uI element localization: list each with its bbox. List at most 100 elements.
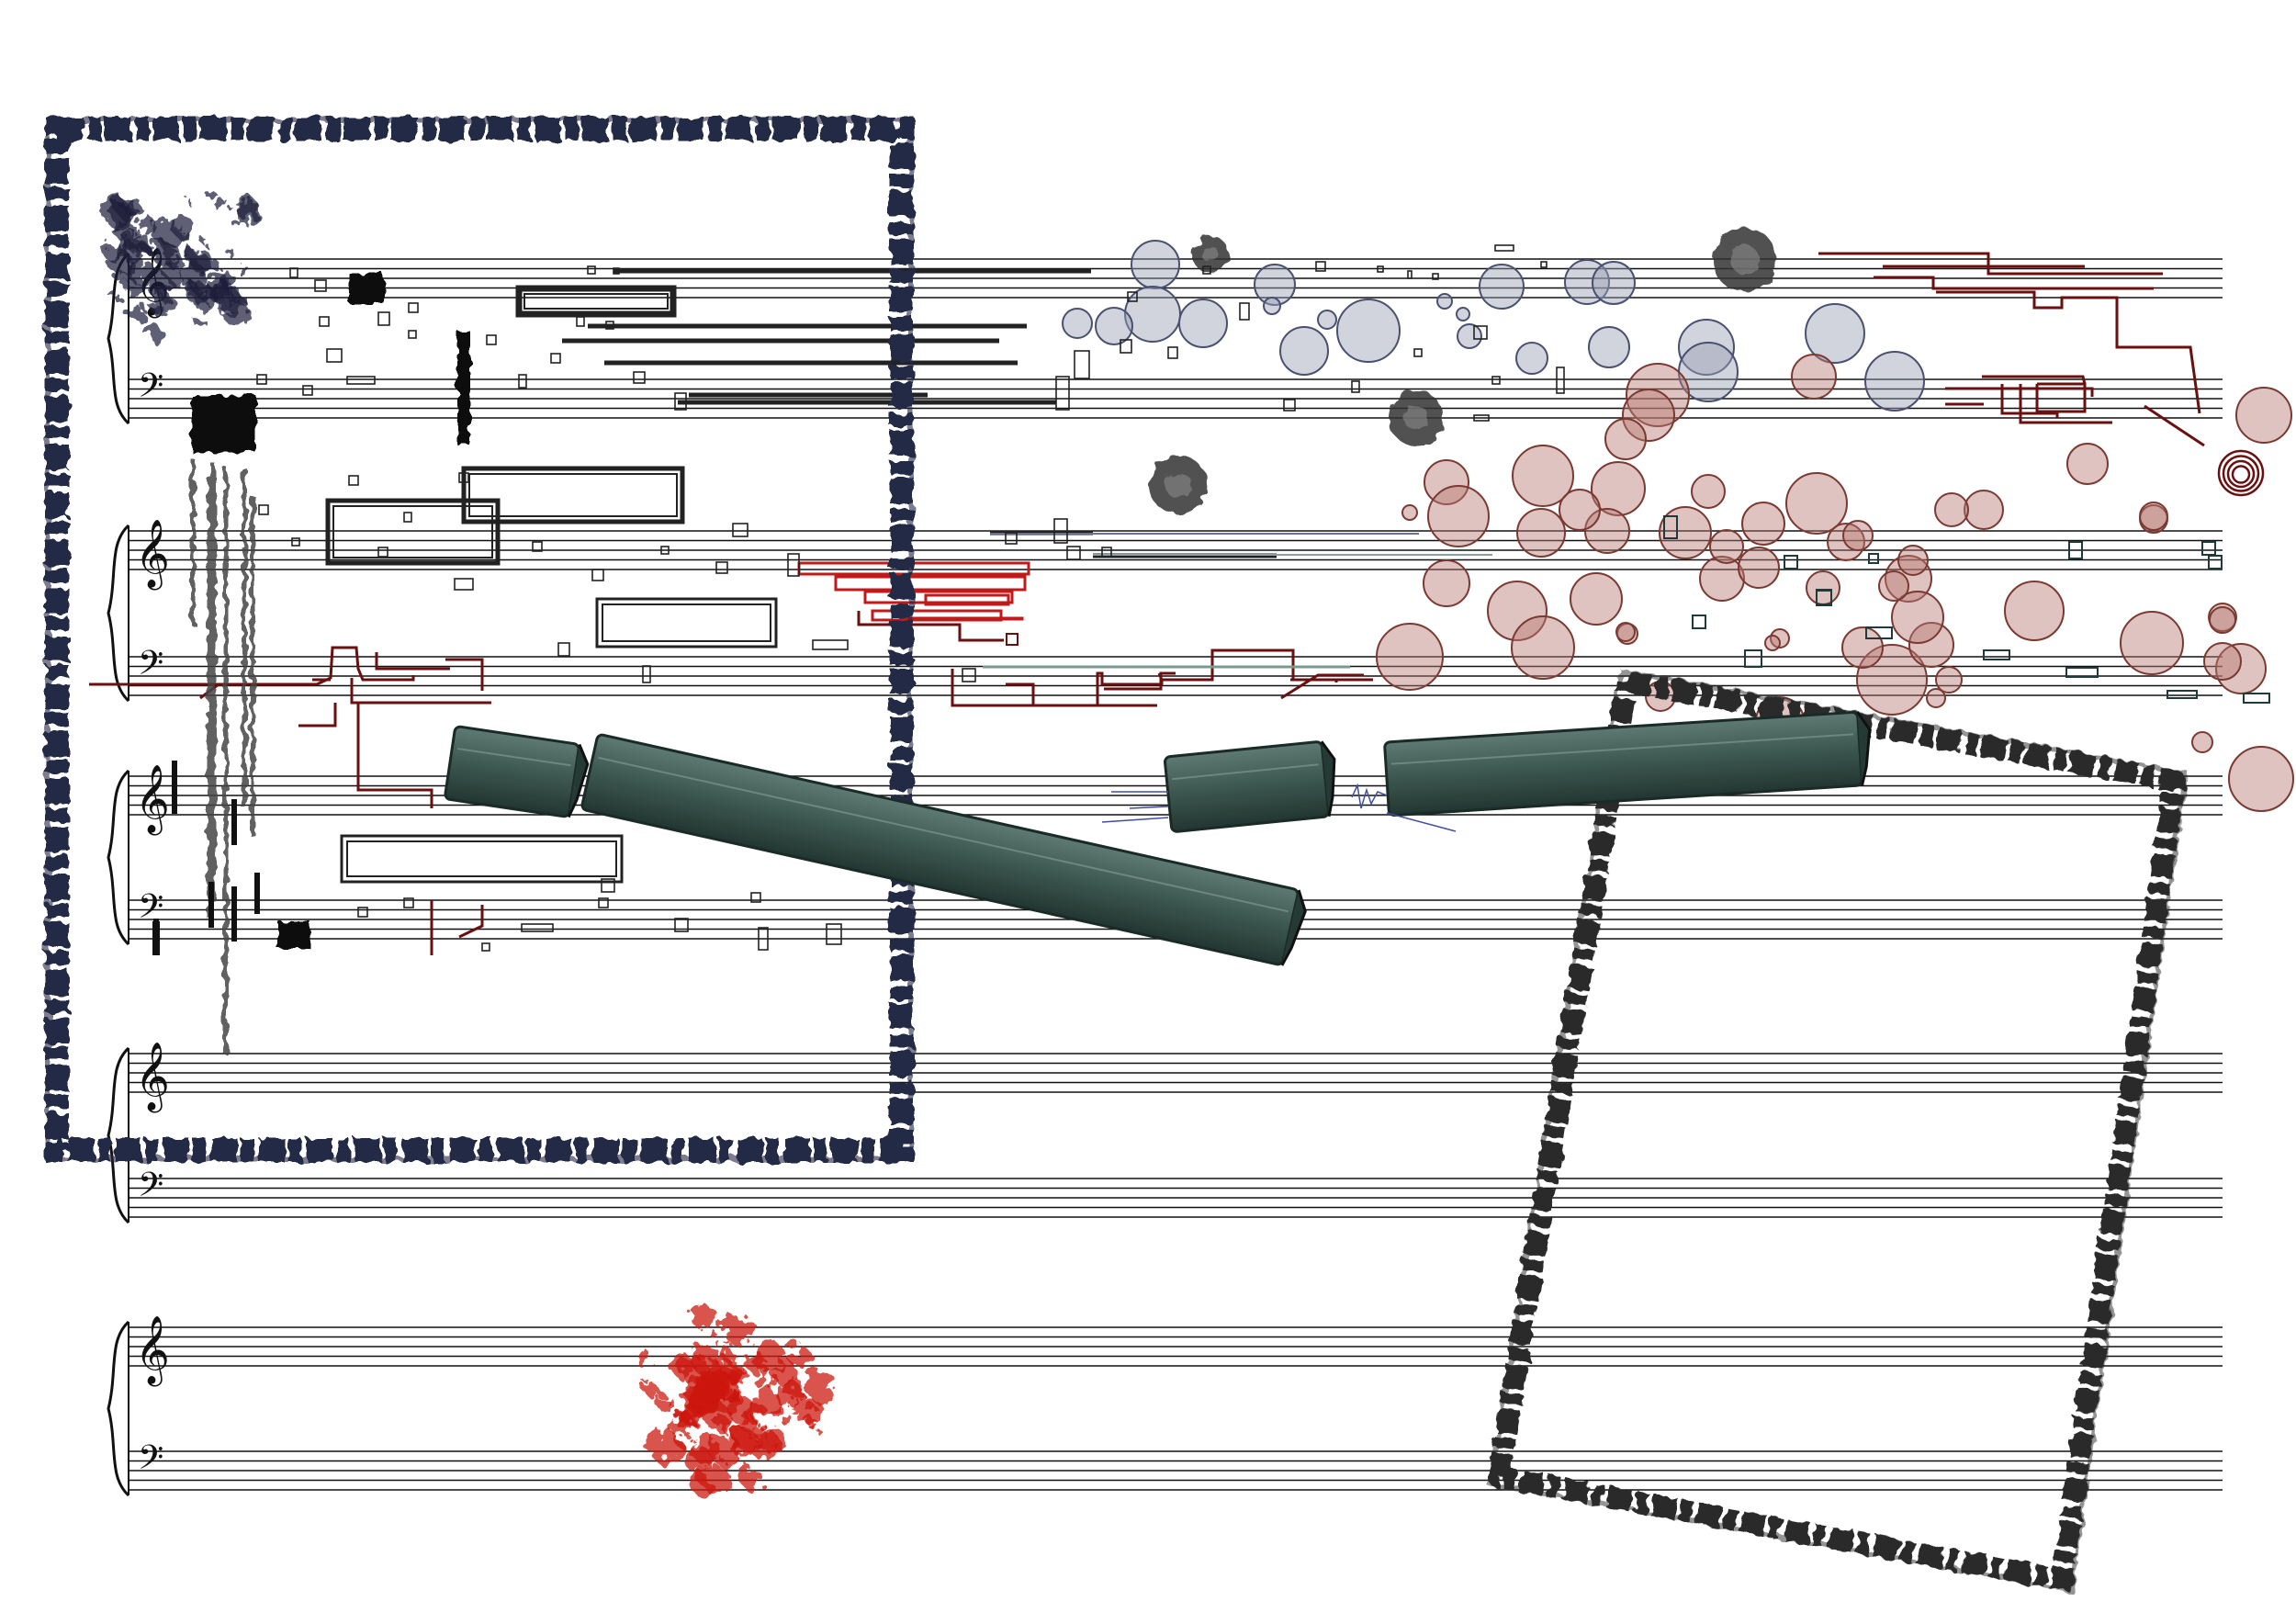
grey-circle xyxy=(1678,319,1735,376)
rose-circle xyxy=(2066,443,2109,485)
ink-drop xyxy=(152,218,181,246)
small-square xyxy=(601,878,615,893)
maroon-step-lines xyxy=(1818,252,2205,447)
grey-circle xyxy=(1479,264,1525,310)
grey-circle xyxy=(1564,259,1610,305)
rose-circle xyxy=(2004,581,2065,641)
blue-line xyxy=(1129,806,1169,809)
ink-drop xyxy=(691,1474,713,1496)
maroon-line xyxy=(1818,252,2163,276)
beam-end xyxy=(1280,889,1307,966)
small-square xyxy=(403,897,414,908)
outlined-rectangle xyxy=(461,466,685,524)
maroon-line xyxy=(458,905,484,939)
ink-drop xyxy=(141,306,150,313)
beam-end xyxy=(567,743,590,818)
grey-circle xyxy=(1124,286,1181,343)
outlined-rectangle-inner xyxy=(602,603,771,642)
rose-circle xyxy=(1856,644,1928,716)
small-square xyxy=(674,918,689,932)
navy-frame-edge xyxy=(45,117,914,1162)
small-square xyxy=(319,316,330,327)
teal-square xyxy=(1744,649,1762,668)
ink-drop xyxy=(692,1304,718,1331)
maroon-step-lines-lower xyxy=(89,646,1373,955)
beam-body xyxy=(1383,710,1863,818)
ink-drop xyxy=(177,261,206,289)
tilted-black-frame xyxy=(1487,668,2189,1594)
blue-line xyxy=(1101,817,1169,823)
rose-circle xyxy=(1699,556,1745,602)
rose-circle xyxy=(2208,603,2237,632)
grey-circle xyxy=(1592,261,1636,305)
small-square xyxy=(403,512,412,523)
rose-circle xyxy=(1423,559,1470,607)
small-square xyxy=(326,348,343,363)
rose-circle xyxy=(1885,555,1932,603)
ink-drop xyxy=(152,305,166,318)
beam-end xyxy=(1856,711,1872,786)
small-square xyxy=(1066,546,1081,560)
red-ink-splatter xyxy=(633,1304,838,1496)
black-frame-border xyxy=(1488,671,2186,1591)
rose-circle xyxy=(1424,459,1469,505)
maroon-line xyxy=(2000,384,2059,418)
rose-circle xyxy=(1934,492,1969,527)
small-square xyxy=(674,392,687,411)
maroon-line xyxy=(1874,276,2154,290)
ink-drop xyxy=(760,1367,771,1378)
rose-circle xyxy=(1770,628,1790,648)
maroon-line xyxy=(2019,384,2112,424)
green-beam xyxy=(1164,740,1336,833)
maroon-line xyxy=(1006,682,1157,707)
red-rectangle xyxy=(834,575,1027,592)
ink-drop xyxy=(196,283,212,299)
small-square xyxy=(521,923,554,932)
green-beam xyxy=(1383,710,1872,818)
small-square xyxy=(660,546,670,555)
rose-circle xyxy=(1897,545,1929,576)
ink-drop xyxy=(633,1348,651,1367)
bass-clef-icon: 𝄢 xyxy=(138,367,163,413)
rose-circle xyxy=(2191,731,2213,753)
ink-drop xyxy=(673,1438,681,1445)
navy-ink-splatter xyxy=(101,195,260,340)
beam-body xyxy=(444,725,580,818)
ink-drop xyxy=(683,1444,712,1472)
small-square xyxy=(1053,518,1068,544)
red-rectangle xyxy=(903,616,1024,621)
ink-drop xyxy=(656,1393,673,1411)
small-square xyxy=(1473,414,1490,422)
rose-circle xyxy=(1964,490,2004,530)
green-beams xyxy=(444,710,1872,966)
maroon-line xyxy=(350,678,491,705)
outlined-rectangle-inner xyxy=(346,840,617,877)
green-beam xyxy=(444,725,590,818)
rose-circle xyxy=(1738,547,1780,589)
rose-circle xyxy=(2120,611,2184,675)
treble-clef-icon: 𝄞 xyxy=(135,520,170,591)
ink-drop xyxy=(194,316,206,328)
ink-drop xyxy=(122,236,149,264)
small-square xyxy=(408,330,417,339)
small-square xyxy=(1074,350,1090,379)
grey-circle xyxy=(1436,293,1453,310)
ink-drop xyxy=(208,259,219,270)
small-square xyxy=(715,561,728,574)
ink-drop xyxy=(231,220,241,229)
system-brace xyxy=(107,769,130,946)
maroon-line xyxy=(1982,375,2087,385)
ink-drop xyxy=(683,1375,715,1406)
small-squares xyxy=(256,244,1565,952)
bass-clef-icon: 𝄢 xyxy=(138,887,163,934)
ink-drop xyxy=(235,263,248,276)
rose-circle xyxy=(1827,523,1865,561)
small-square xyxy=(1005,532,1018,545)
rose-circle xyxy=(1791,354,1837,400)
small-square xyxy=(348,475,359,486)
rose-circle xyxy=(1741,502,1785,546)
rose-circle xyxy=(2228,746,2294,812)
small-square xyxy=(408,302,419,313)
ink-drop xyxy=(788,1345,811,1368)
ink-drop xyxy=(743,1349,765,1372)
